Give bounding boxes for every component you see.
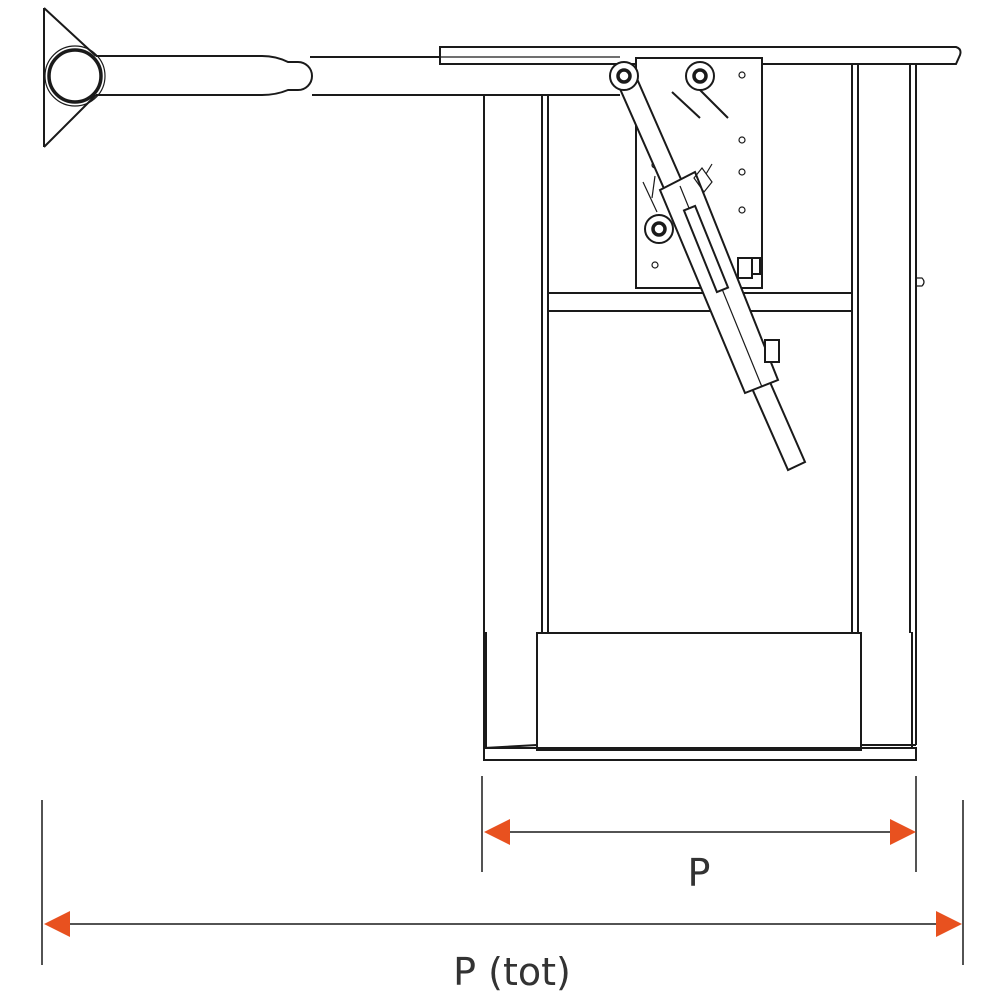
arrowhead-total-left xyxy=(44,911,70,937)
dimension-label-inner: P xyxy=(688,851,711,895)
frame-posts xyxy=(483,64,925,760)
cross-bar xyxy=(548,292,852,312)
top-plate xyxy=(439,46,962,65)
wall-mount-bracket xyxy=(43,7,106,148)
dimension-total: P (tot) xyxy=(44,911,962,994)
extension-lines xyxy=(41,776,964,965)
arrowhead-inner-left xyxy=(484,819,510,845)
swing-arm xyxy=(96,55,620,96)
pivot-bushings xyxy=(609,61,729,244)
gas-spring xyxy=(615,70,807,472)
base-housing xyxy=(483,632,917,761)
dimension-inner: P xyxy=(484,819,916,895)
arrowhead-inner-right xyxy=(890,819,916,845)
dimension-label-total: P (tot) xyxy=(453,950,571,994)
arrowhead-total-right xyxy=(936,911,962,937)
